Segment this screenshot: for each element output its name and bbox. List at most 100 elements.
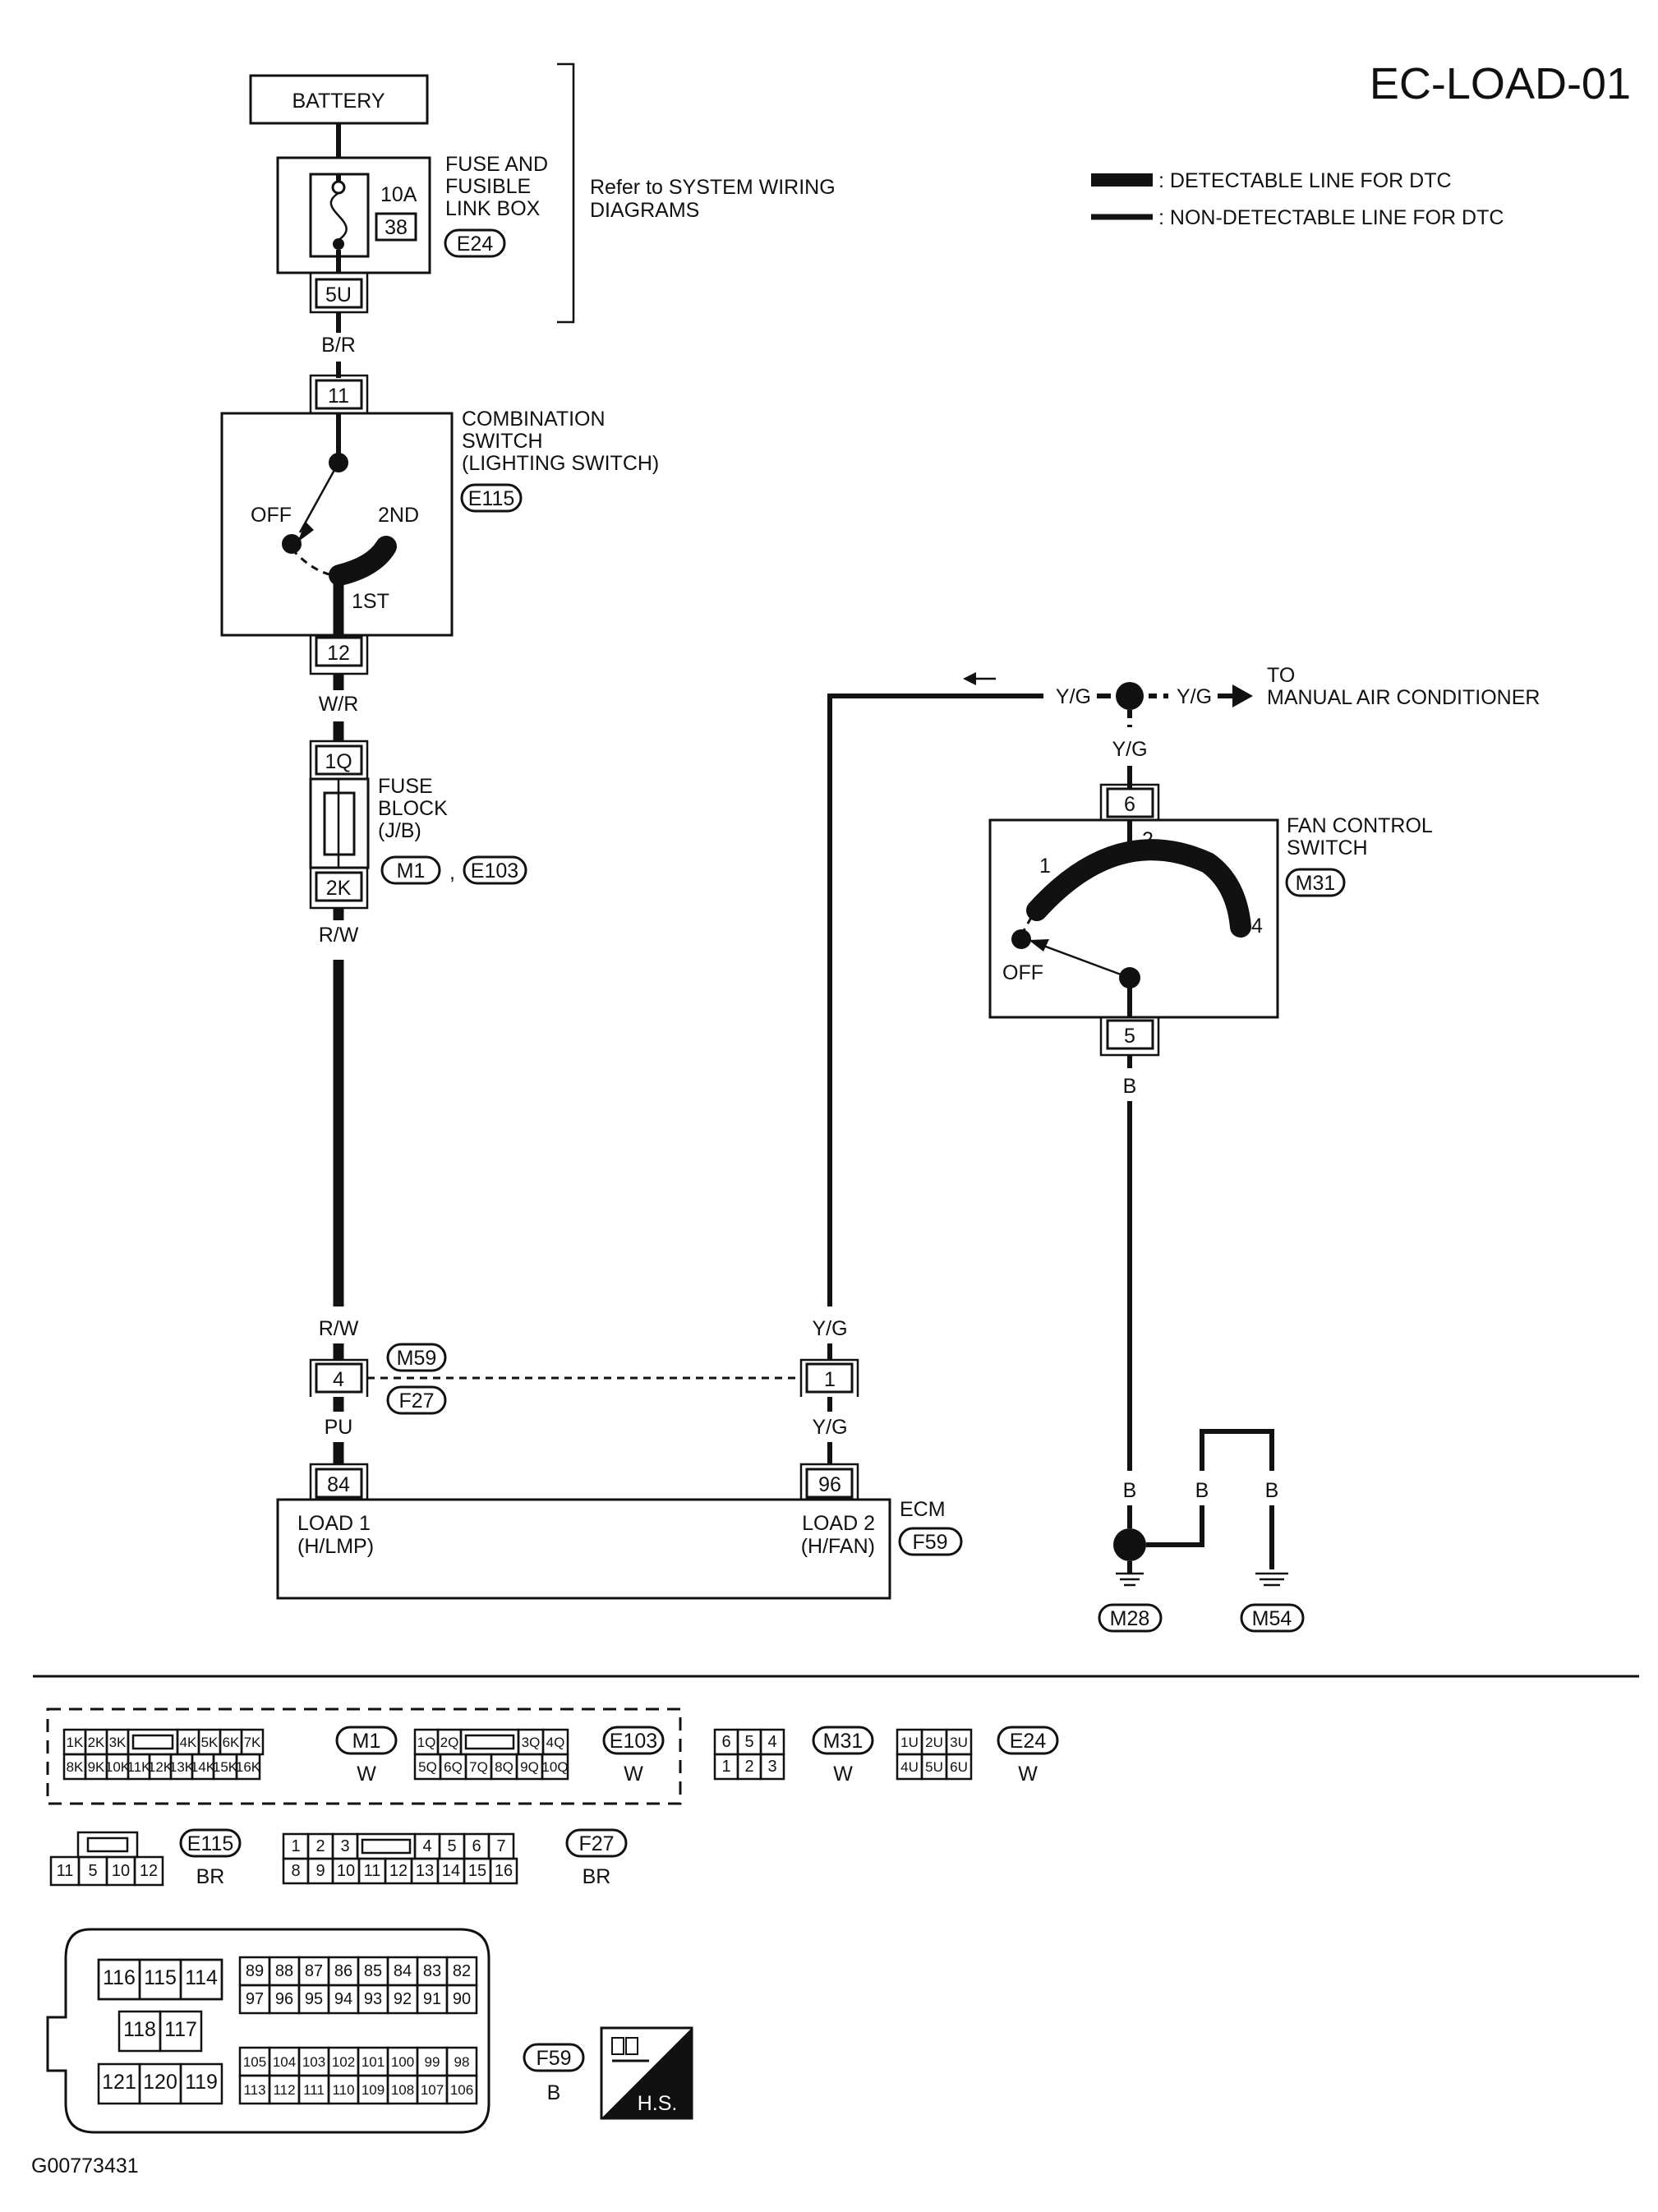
e103-cell <box>541 1753 569 1781</box>
e103-pin: 7Q <box>469 1759 488 1775</box>
f27-cell <box>356 1832 417 1860</box>
comb-pin-11: 11 <box>328 385 349 408</box>
f59-right-pin: 113 <box>243 2082 265 2098</box>
m1-id: M1 <box>352 1730 381 1753</box>
connector-f59-housing <box>46 1928 490 2134</box>
m31-id: M31 <box>823 1730 864 1753</box>
f59-right-pin: 82 <box>453 1962 471 1980</box>
m1-pin: 13K <box>169 1759 195 1775</box>
legend: : DETECTABLE LINE FOR DTC : NON-DETECTAB… <box>1091 169 1504 229</box>
f27-pin: 2 <box>315 1837 325 1855</box>
e103-pin: 5Q <box>418 1759 437 1775</box>
ground-splice <box>1113 1528 1146 1561</box>
fuse-number: 38 <box>385 216 408 239</box>
wire-yg-ecm: Y/G <box>812 1416 847 1439</box>
e103-pin: 6Q <box>444 1759 463 1775</box>
f59-right-pin: 96 <box>275 1990 293 2008</box>
f59-right-pin: 98 <box>454 2054 470 2070</box>
f59-right-cell <box>445 1984 478 2015</box>
f59-left-pin: 115 <box>144 1966 177 1989</box>
figure-id: G00773431 <box>31 2154 139 2177</box>
wire-yg-to-switch: Y/G <box>1112 738 1147 761</box>
f59-left-cell <box>159 2010 203 2053</box>
ecm: 84 96 LOAD 1 (H/LMP) LOAD 2 (H/FAN) ECM … <box>276 1463 963 1600</box>
fuseblock-connector-m1: M1 <box>397 859 426 882</box>
f59-right-pin: 103 <box>302 2054 325 2070</box>
f27-id: F27 <box>578 1832 614 1855</box>
fan-label-1: FAN CONTROL <box>1287 814 1433 837</box>
wire-b-switch: B <box>1123 1075 1137 1098</box>
f59-right-pin: 99 <box>425 2054 440 2070</box>
combination-switch: 11 OFF 2ND 1ST COMBINATION SWITCH (LIGHT… <box>220 374 659 675</box>
m1-pin: 1K <box>67 1735 84 1750</box>
m1-pin: 4K <box>180 1735 197 1750</box>
f59-left-pin: 118 <box>123 2018 156 2041</box>
f27-color: BR <box>583 1865 611 1888</box>
m1-color: W <box>357 1763 376 1786</box>
wire-b-3: B <box>1265 1479 1279 1502</box>
f27-pin: 11 <box>364 1862 381 1880</box>
comb-label-2: SWITCH <box>462 430 543 453</box>
f27-pin: 7 <box>496 1837 505 1855</box>
wire-b-2: B <box>1195 1479 1209 1502</box>
f59-left-pin: 114 <box>185 1966 218 1989</box>
ecm-pin-96: 96 <box>818 1473 841 1496</box>
wire-b-1: B <box>1123 1479 1137 1502</box>
f59-right-pin: 104 <box>273 2054 296 2070</box>
m1-pin: 11K <box>127 1759 152 1775</box>
f27-pin: 8 <box>291 1862 300 1880</box>
ground-label-m54: M54 <box>1252 1607 1292 1630</box>
f59-right-pin: 94 <box>334 1990 352 2008</box>
e115-cell <box>133 1855 164 1887</box>
f27-key <box>361 1838 412 1855</box>
comb-off: OFF <box>251 504 292 527</box>
fan-pos-2: 2 <box>1142 828 1154 851</box>
e115-id: E115 <box>187 1832 234 1855</box>
m1-tag: M1W <box>335 1726 398 1786</box>
ecm-load2-sub: (H/FAN) <box>801 1535 875 1558</box>
e24-pin: 1U <box>900 1735 919 1750</box>
m31-pin: 4 <box>767 1733 776 1751</box>
e103-pin: 4Q <box>546 1735 565 1750</box>
joint-connector-m59: M59 <box>397 1347 437 1370</box>
comb-label-3: (LIGHTING SWITCH) <box>462 452 659 475</box>
battery-label: BATTERY <box>292 90 385 113</box>
f27-pin: 16 <box>495 1862 513 1880</box>
joint-pin-4: 4 <box>333 1368 344 1391</box>
f59-right-pin: 95 <box>305 1990 323 2008</box>
fuseblock-label-2: BLOCK <box>378 797 448 820</box>
terminal-5u: 5U <box>325 283 352 306</box>
refer-bracket <box>557 62 575 324</box>
m1-pin: 10K <box>105 1759 131 1775</box>
f27-pin: 3 <box>340 1837 349 1855</box>
e24-pin: 5U <box>925 1759 943 1775</box>
e103-cell <box>459 1728 520 1756</box>
harness-side-icon: H.S. <box>600 2026 693 2120</box>
fan-pin-6: 6 <box>1124 793 1135 816</box>
joint-connector: 4 M59 F27 1 <box>309 1343 859 1415</box>
f27-cell <box>489 1857 518 1885</box>
fan-control-switch: 6 1 2 3 4 OFF FAN CONTROL SWITCH M31 5 <box>988 783 1433 1057</box>
e103-pin: 1Q <box>417 1735 436 1750</box>
wire-rw-lower: R/W <box>319 1317 359 1340</box>
f59-right-pin: 90 <box>453 1990 471 2008</box>
refer-note-1: Refer to SYSTEM WIRING <box>590 176 836 199</box>
e103-id: E103 <box>610 1730 657 1753</box>
f27-pin: 4 <box>422 1837 431 1855</box>
e24-pin: 4U <box>900 1759 919 1775</box>
fan-pos-3: 3 <box>1207 855 1218 878</box>
f59-right-cell <box>445 2074 478 2105</box>
m1-key <box>131 1734 174 1750</box>
ground-m54: M54 <box>1240 1572 1305 1633</box>
e24-pin: 3U <box>950 1735 968 1750</box>
f59-left-pin: 121 <box>102 2071 136 2094</box>
e24-cell <box>945 1753 973 1781</box>
e103-pin: 8Q <box>495 1759 514 1775</box>
fan-pos-4: 4 <box>1251 915 1263 938</box>
legend-detectable-swatch <box>1091 173 1153 187</box>
